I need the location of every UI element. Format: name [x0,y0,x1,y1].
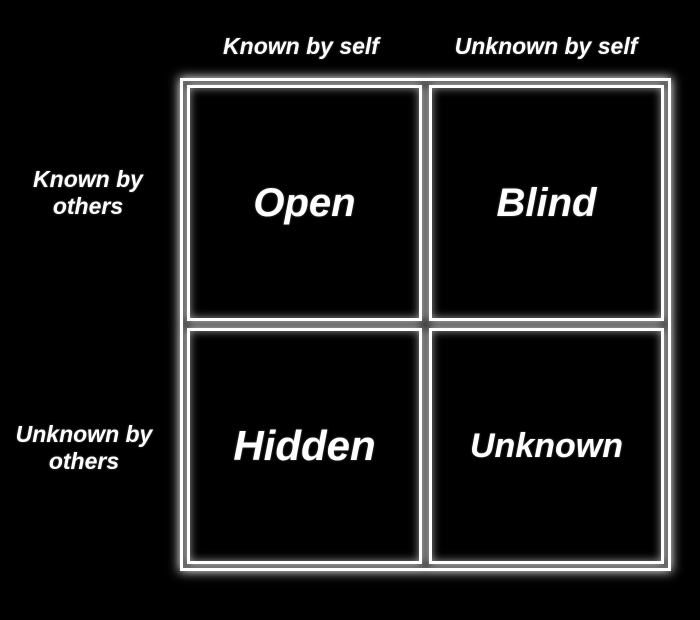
column-header-known-by-self: Known by self [223,33,379,59]
quadrant-grid: Open Blind Hidden Unknown [180,78,671,571]
quadrant-unknown: Unknown [429,328,664,564]
quadrant-unknown-label: Unknown [470,426,623,465]
row-header-known-by-others: Known by others [33,166,143,220]
column-header-unknown-by-self: Unknown by self [454,33,638,59]
quadrant-hidden: Hidden [187,328,422,564]
quadrant-open-label: Open [253,180,356,225]
quadrant-open: Open [187,85,422,321]
quadrant-blind-label: Blind [496,180,597,225]
quadrant-blind: Blind [429,85,664,321]
row-header-unknown-by-others: Unknown by others [15,421,153,475]
quadrant-hidden-label: Hidden [233,422,376,469]
